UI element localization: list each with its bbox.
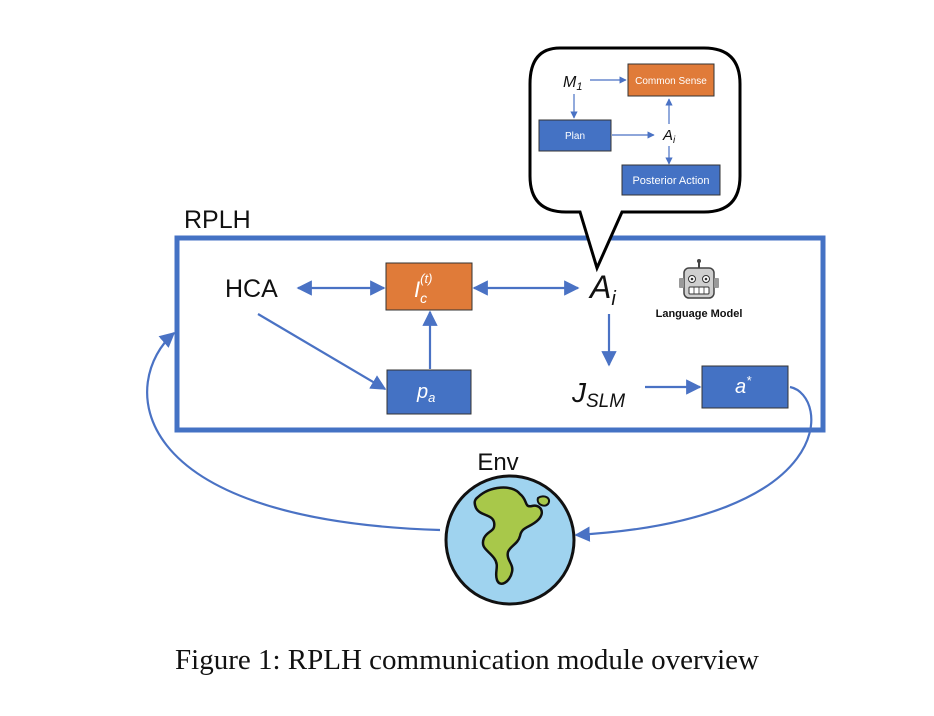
bubble-m1: M1 xyxy=(563,74,582,93)
arrow-env-rplh xyxy=(146,331,441,532)
rplh-title: RPLH xyxy=(184,206,251,234)
bubble-posterior-action-box xyxy=(621,164,721,196)
ic-box xyxy=(385,262,473,311)
env-label: Env xyxy=(477,449,518,476)
globe-icon xyxy=(444,474,576,606)
bubble-posterior-action-label: Posterior Action xyxy=(632,175,709,187)
speech-bubble xyxy=(528,46,742,273)
language-model-label: Language Model xyxy=(656,308,743,320)
bubble-ai: Ai xyxy=(662,127,676,146)
arrow-astar-env xyxy=(574,385,813,542)
robot-icon xyxy=(679,259,719,299)
jslm-label: JSLM xyxy=(571,377,625,412)
arrow-hca-pa xyxy=(257,313,387,390)
bubble-plan-label: Plan xyxy=(565,131,585,142)
bubble-common-sense-label: Common Sense xyxy=(635,76,707,87)
astar-box xyxy=(701,365,789,409)
pa-box xyxy=(386,369,472,415)
ai-label: Ai xyxy=(588,269,616,310)
rplh-frame xyxy=(174,235,826,433)
bubble-plan-box xyxy=(538,119,612,152)
hca-label: HCA xyxy=(225,275,278,303)
astar-label: a* xyxy=(735,373,752,398)
ic-label: Ic(t) xyxy=(414,271,432,306)
pa-label: pa xyxy=(416,381,435,405)
figure-caption: Figure 1: RPLH communication module over… xyxy=(175,644,759,676)
bubble-common-sense-box xyxy=(627,63,715,97)
